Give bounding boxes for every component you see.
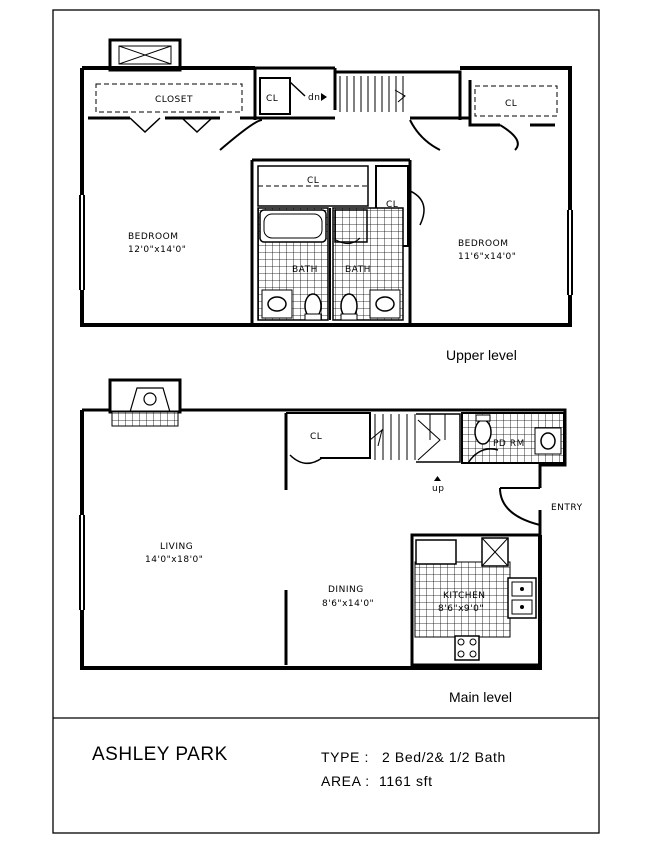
entry-door-swing [499,487,541,526]
bedroom-2-size: 11'6"x14'0" [458,252,516,262]
bedroom-1-name: BEDROOM [128,232,178,242]
bathtub-icon [259,209,327,243]
bath-1-label: BATH [292,265,318,275]
living-name: LIVING [160,542,193,552]
cl-label-upper-1: CL [266,94,278,104]
kitchen-size: 8'6"x9'0" [438,604,484,614]
toilet-icon [474,419,492,445]
sink-icon [375,296,395,312]
property-name: ASHLEY PARK [92,744,228,765]
bath-2-label: BATH [345,265,371,275]
closet-label: CLOSET [155,95,193,105]
kitchen-tile [414,561,511,638]
entry-label: ENTRY [551,503,583,513]
main-level-plan [79,378,567,670]
kitchen-walls [410,533,542,667]
cl-label-main: CL [310,432,322,442]
kitchen-name: KITCHEN [443,591,486,601]
down-arrow-icon [321,93,327,101]
sink-icon [540,432,556,450]
upper-stairs [339,76,406,112]
refrigerator [415,539,457,565]
cl-label-upper-2: CL [505,99,517,109]
up-arrow-icon [434,476,441,481]
powder-room-label: PD RM [493,439,525,449]
kitchen-sink-icon [507,577,537,619]
bedroom-1-size: 12'0"x14'0" [128,245,186,255]
main-stairs [369,413,461,463]
sink-icon [267,296,287,312]
sheet-border [52,9,600,834]
bedroom-2-name: BEDROOM [458,239,508,249]
upper-level-plan [79,38,573,327]
living-size: 14'0"x18'0" [145,555,203,565]
area-value: 1161 sft [379,773,433,789]
cl-label-upper-4: CL [386,200,398,210]
cl-label-upper-3: CL [307,176,319,186]
dining-size: 8'6"x14'0" [322,599,374,609]
dining-name: DINING [328,585,364,595]
up-label: up [432,484,444,494]
main-level-title: Main level [449,689,512,705]
type-label: TYPE : [321,749,369,765]
down-label: dn [308,93,320,103]
area-label: AREA : [321,773,370,789]
type-value: 2 Bed/2& 1/2 Bath [382,749,506,765]
upper-level-title: Upper level [446,347,517,363]
